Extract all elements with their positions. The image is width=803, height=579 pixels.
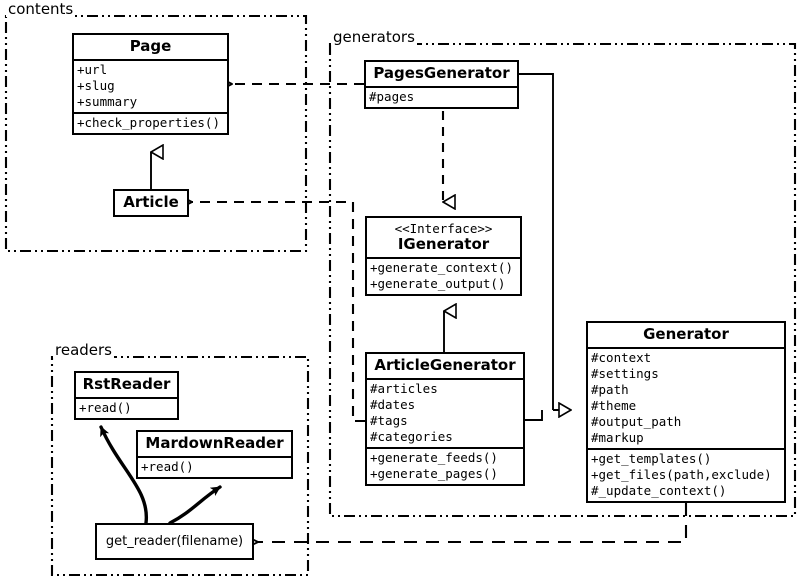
method-row: +get_files(path,exclude) (591, 467, 772, 482)
relation-get-reader-to-rstreader (99, 425, 148, 525)
relation-generator-dep-get-reader (258, 503, 688, 542)
class-name-article-generator: ArticleGenerator (374, 356, 516, 374)
class-stereotype-igenerator: <<Interface>> (394, 221, 493, 236)
attribute-row: #output_path (591, 414, 682, 429)
class-box-article-generator[interactable]: ArticleGenerator #articles #dates #tags … (365, 352, 525, 486)
attribute-row: +url (77, 62, 108, 77)
attribute-row: #path (591, 382, 629, 397)
method-row: #_update_context() (591, 483, 727, 498)
attribute-row: #markup (591, 430, 644, 445)
method-row: +generate_context() (370, 260, 513, 275)
class-box-article[interactable]: Article (113, 189, 189, 217)
class-methods-page: +check_properties() (74, 112, 227, 133)
attribute-row: #articles (370, 381, 438, 396)
package-label-generators: generators (331, 28, 417, 46)
class-box-rst-reader[interactable]: RstReader +read() (74, 371, 179, 420)
class-methods-article-generator: +generate_feeds() +generate_pages() (367, 447, 523, 484)
package-border-readers (50, 355, 310, 577)
class-attributes-pages-generator: #pages (366, 86, 517, 107)
attribute-row: #pages (369, 89, 415, 104)
class-name-article: Article (123, 193, 179, 211)
package-border-contents (4, 14, 308, 253)
class-name-pages-generator: PagesGenerator (373, 64, 510, 82)
class-methods-rst-reader: +read() (76, 397, 177, 418)
attribute-row: #settings (591, 366, 659, 381)
class-attributes-page: +url +slug +summary (74, 59, 227, 112)
attribute-row: +slug (77, 78, 115, 93)
method-row: +check_properties() (77, 115, 220, 130)
class-name-rst-reader: RstReader (82, 375, 171, 393)
class-name-igenerator: IGenerator (397, 235, 490, 253)
class-name-mardown-reader: MardownReader (145, 434, 284, 452)
class-attributes-generator: #context #settings #path #theme #output_… (588, 347, 784, 448)
method-row: +read() (141, 459, 194, 474)
class-methods-generator: +get_templates() +get_files(path,exclude… (588, 448, 784, 501)
attribute-row: #dates (370, 397, 416, 412)
class-methods-mardown-reader: +read() (138, 456, 291, 477)
package-border-generators (328, 42, 797, 518)
class-name-page: Page (129, 37, 172, 55)
attribute-row: #context (591, 350, 652, 365)
method-row: +generate_feeds() (370, 450, 498, 465)
package-label-readers: readers (53, 341, 114, 359)
method-row: +read() (79, 400, 132, 415)
attribute-row: #tags (370, 413, 408, 428)
class-box-generator[interactable]: Generator #context #settings #path #them… (586, 321, 786, 503)
class-methods-igenerator: +generate_context() +generate_output() (367, 257, 520, 294)
relation-generators-to-generator (519, 73, 571, 421)
class-attributes-article-generator: #articles #dates #tags #categories (367, 378, 523, 447)
function-box-get-reader[interactable]: get_reader(filename) (95, 523, 254, 560)
method-row: +generate_pages() (370, 466, 498, 481)
class-box-page[interactable]: Page +url +slug +summary +check_properti… (72, 33, 229, 135)
attribute-row: #categories (370, 429, 453, 444)
class-box-pages-generator[interactable]: PagesGenerator #pages (364, 60, 519, 109)
class-box-mardown-reader[interactable]: MardownReader +read() (136, 430, 293, 479)
class-box-igenerator[interactable]: <<Interface>> IGenerator +generate_conte… (365, 216, 522, 296)
package-label-contents: contents (6, 0, 76, 18)
relation-get-reader-to-mardownreader (168, 485, 222, 525)
attribute-row: +summary (77, 94, 138, 109)
class-name-generator: Generator (643, 325, 729, 343)
attribute-row: #theme (591, 398, 637, 413)
relation-articlegenerator-dep-article (192, 202, 365, 423)
method-row: +generate_output() (370, 276, 506, 291)
method-row: +get_templates() (591, 451, 712, 466)
function-label-get-reader: get_reader(filename) (105, 534, 244, 549)
